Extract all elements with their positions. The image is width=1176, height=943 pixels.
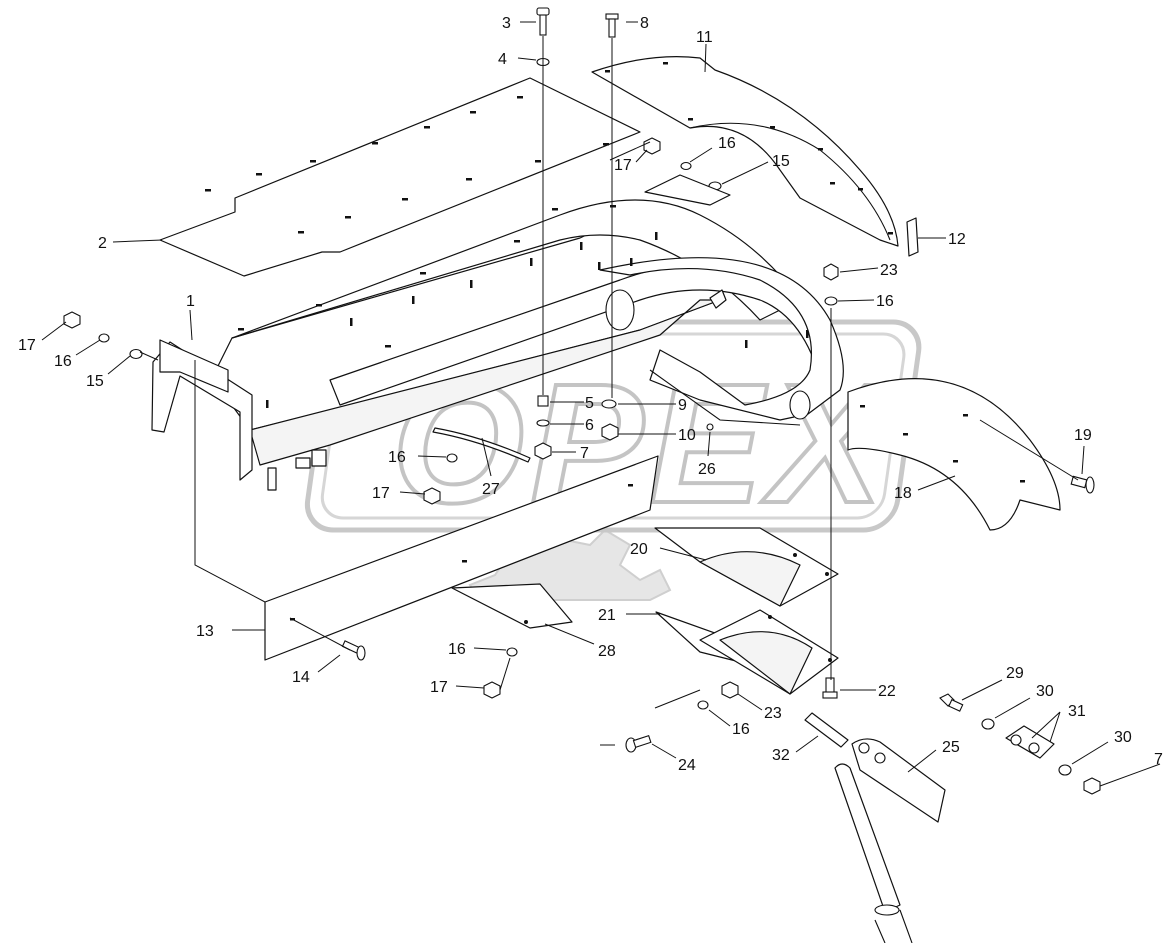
part-16-washer-left (98, 333, 110, 343)
part-20-plate (654, 527, 839, 607)
part-8-bolt (605, 13, 619, 38)
callout-10: 10 (678, 427, 696, 444)
part-25-arm-bracket (834, 738, 946, 943)
callout-16: 16 (448, 641, 466, 658)
part-27-blade (432, 427, 531, 463)
part-16-washer-low (506, 647, 518, 657)
part-2-top-cover (159, 77, 641, 277)
callout-24: 24 (678, 757, 696, 774)
callout-30: 30 (1036, 683, 1054, 700)
part-9-washer (601, 399, 617, 409)
callouts: 3 4 8 11 2 16 17 15 12 23 16 1 17 16 15 … (18, 15, 1163, 774)
callout-17: 17 (430, 679, 448, 696)
callout-16: 16 (388, 449, 406, 466)
part-1-main-housing (151, 199, 844, 491)
part-29-bolt (939, 693, 964, 712)
callout-1: 1 (186, 293, 195, 310)
part-17-nut-left (63, 311, 81, 329)
part-23-nut (823, 263, 839, 281)
part-16-washer-lower (697, 700, 709, 710)
callout-23: 23 (764, 705, 782, 722)
part-15-shim (644, 174, 731, 206)
callout-15: 15 (772, 153, 790, 170)
callout-15: 15 (86, 373, 104, 390)
callout-7: 7 (1154, 751, 1163, 768)
callout-2: 2 (98, 235, 107, 252)
callout-26: 26 (698, 461, 716, 478)
callout-5: 5 (585, 395, 594, 412)
callout-25: 25 (942, 739, 960, 756)
part-23-nut-low (721, 681, 739, 699)
callout-12: 12 (948, 231, 966, 248)
part-32-pin (804, 712, 849, 748)
part-15-washer-left (129, 348, 143, 360)
part-30-washer-low (1058, 764, 1072, 776)
part-7-nut-low (1083, 777, 1101, 795)
part-3-bolt (536, 7, 550, 36)
part-22-bolt (822, 677, 838, 699)
part-16-washer (680, 161, 692, 171)
callout-29: 29 (1006, 665, 1024, 682)
callout-18: 18 (894, 485, 912, 502)
part-17-nut-mid (423, 487, 441, 505)
callout-31: 31 (1068, 703, 1086, 720)
part-26-pin (706, 423, 714, 431)
callout-30: 30 (1114, 729, 1132, 746)
part-31-clamp (1005, 725, 1055, 759)
callout-13: 13 (196, 623, 214, 640)
part-24-bolt (625, 734, 652, 753)
part-28-small-plate (451, 583, 573, 629)
part-6-washer (536, 419, 550, 427)
callout-16: 16 (54, 353, 72, 370)
part-19-bolt (1070, 475, 1095, 494)
callout-22: 22 (878, 683, 896, 700)
part-14-bolt (341, 640, 366, 661)
callout-19: 19 (1074, 427, 1092, 444)
part-12-clip (906, 217, 919, 257)
part-7-nut (534, 442, 552, 460)
callout-3: 3 (502, 15, 511, 32)
leader-lines (41, 21, 1161, 787)
part-16-washer-mid (446, 453, 458, 463)
callout-21: 21 (598, 607, 616, 624)
callout-4: 4 (498, 51, 507, 68)
callout-11: 11 (696, 29, 713, 46)
callout-8: 8 (640, 15, 649, 32)
callout-7: 7 (580, 445, 589, 462)
part-10-nut (601, 423, 619, 441)
part-16-washer-right (824, 296, 838, 306)
part-17-nut-low (483, 681, 501, 699)
hardware (63, 7, 1101, 795)
callout-16: 16 (876, 293, 894, 310)
callout-14: 14 (292, 669, 310, 686)
part-11-fender-cover (591, 56, 899, 247)
callout-9: 9 (678, 397, 687, 414)
part-21-bracket-plate (655, 609, 839, 695)
callout-28: 28 (598, 643, 616, 660)
callout-17: 17 (372, 485, 390, 502)
callout-16: 16 (732, 721, 750, 738)
callout-32: 32 (772, 747, 790, 764)
part-17-nut (643, 137, 661, 155)
callout-16: 16 (718, 135, 736, 152)
callout-17: 17 (18, 337, 36, 354)
part-5-spacer (537, 395, 549, 407)
part-18-deflector (847, 378, 1061, 531)
callout-6: 6 (585, 417, 594, 434)
callout-20: 20 (630, 541, 648, 558)
callout-27: 27 (482, 481, 500, 498)
part-30-washer (981, 718, 995, 730)
callout-17: 17 (614, 157, 632, 174)
callout-23: 23 (880, 262, 898, 279)
